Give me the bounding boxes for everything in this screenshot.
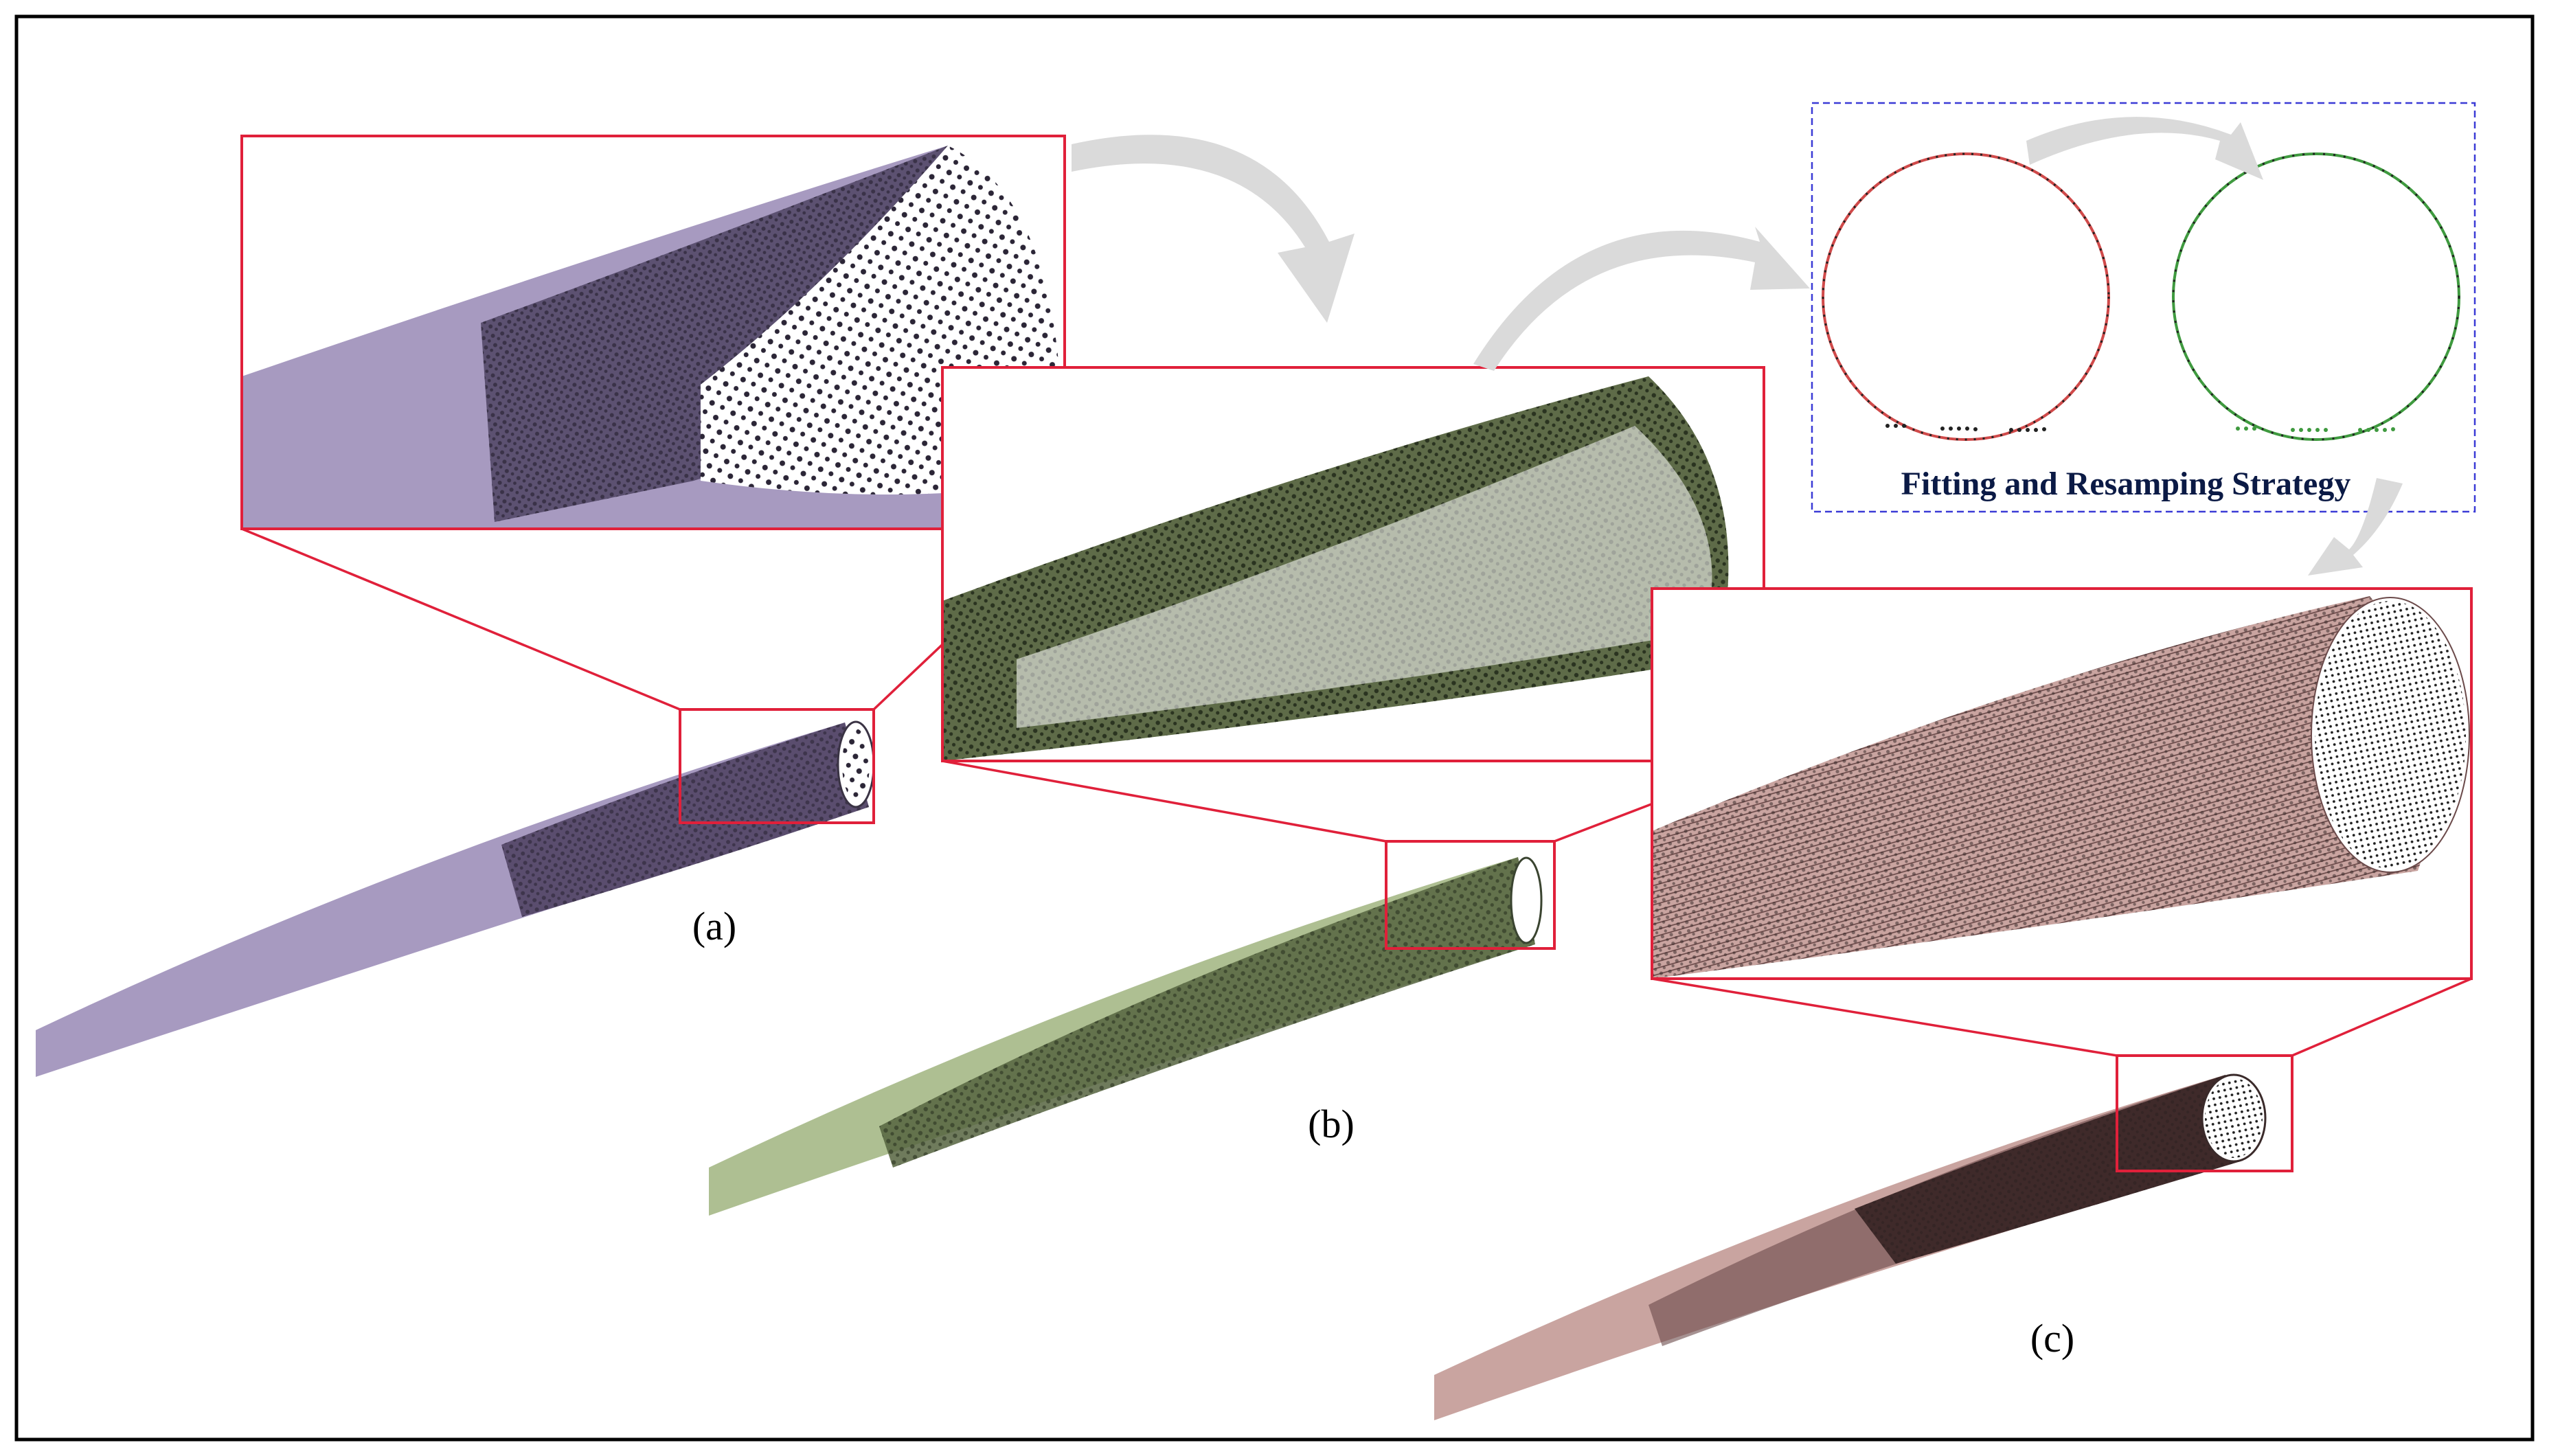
zoom-inset-b — [941, 366, 1765, 762]
strategy-panel: Fitting and Resamping Strategy — [1811, 102, 2476, 513]
panel-b: (b) — [709, 366, 1765, 1216]
arrow-fit-to-resample — [2026, 117, 2263, 180]
stray-points-left — [1885, 424, 2046, 432]
arrow-strategy-to-c — [2308, 478, 2403, 576]
zoom-target-b — [1385, 840, 1556, 950]
strategy-border — [1811, 102, 2476, 513]
zoom-target-a — [679, 708, 875, 824]
zoom-inset-c — [1651, 587, 2473, 980]
stray-points-right — [2236, 426, 2395, 432]
pipe-b-end — [1510, 856, 1543, 944]
label-c: (c) — [2030, 1316, 2074, 1361]
zoom-target-c — [2116, 1054, 2293, 1172]
label-a: (a) — [692, 904, 736, 948]
arrow-b-to-strategy — [1473, 227, 1810, 371]
label-b: (b) — [1308, 1102, 1355, 1146]
arrow-a-to-b — [1072, 135, 1355, 323]
strategy-title: Fitting and Resamping Strategy — [1901, 466, 2351, 502]
panel-c: (c) — [1434, 587, 2473, 1420]
flow-arrows — [1072, 117, 2403, 576]
